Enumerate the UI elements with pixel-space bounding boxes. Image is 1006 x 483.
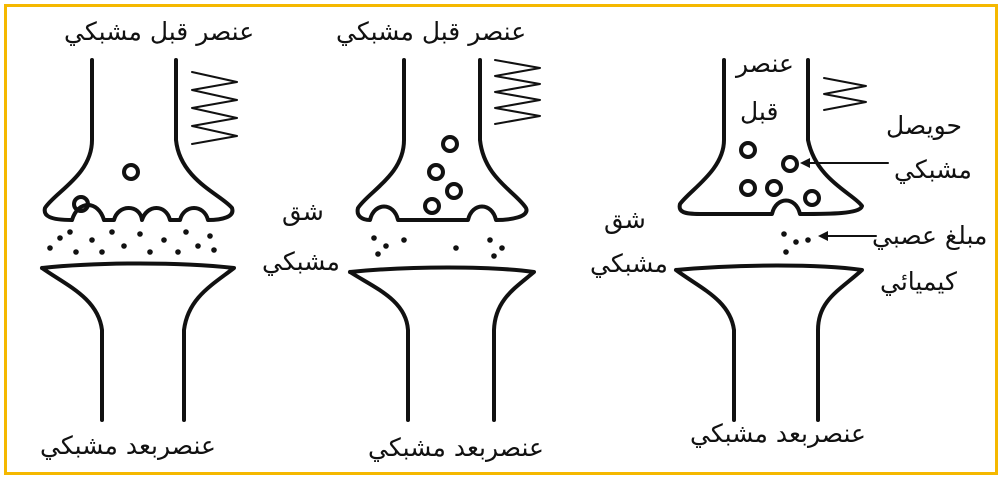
- left-postsynaptic-terminal: [42, 264, 234, 421]
- vesicle: [741, 143, 755, 157]
- neurotransmitter-dot: [207, 233, 213, 239]
- neurotransmitter-dot: [491, 253, 497, 259]
- vesicle: [425, 199, 439, 213]
- neurotransmitter-dot: [57, 235, 63, 241]
- neurotransmitter-dot: [67, 229, 73, 235]
- left-spring: [192, 72, 237, 144]
- vesicle-label-line2: مشبكي: [894, 156, 972, 184]
- neurotransmitter-dot: [383, 243, 389, 249]
- middle-spring: [495, 60, 540, 124]
- right-postsynaptic-label: عنصربعد مشبكي: [690, 420, 866, 448]
- middle-synapse: [350, 60, 540, 420]
- right-spring: [824, 78, 866, 110]
- right-presynaptic-label-line2: قبل: [740, 98, 778, 126]
- vesicle: [443, 137, 457, 151]
- vesicle: [124, 165, 138, 179]
- neurotransmitter-dot: [175, 249, 181, 255]
- neurotransmitter-dot: [47, 245, 53, 251]
- neurotransmitter-label-line2: كيميائي: [880, 268, 957, 296]
- middle-postsynaptic-label: عنصربعد مشبكي: [368, 434, 544, 462]
- neurotransmitter-dot: [371, 235, 377, 241]
- right-presynaptic-terminal: [680, 60, 862, 214]
- neurotransmitter-dot: [99, 249, 105, 255]
- neurotransmitter-dot: [487, 237, 493, 243]
- neurotransmitter-dot: [137, 231, 143, 237]
- cleft-label-b-line1: شق: [604, 206, 646, 234]
- vesicle: [429, 165, 443, 179]
- neurotransmitter-dot: [401, 237, 407, 243]
- neurotransmitter-dot: [195, 243, 201, 249]
- vesicle-pointer-arrowhead: [800, 158, 810, 168]
- neurotransmitter-dot: [121, 243, 127, 249]
- left-presynaptic-label: عنصر قبل مشبكي: [64, 18, 254, 46]
- left-synapse: [42, 60, 237, 420]
- cleft-label-a-line1: شق: [282, 198, 324, 226]
- neurotransmitter-dot: [375, 251, 381, 257]
- middle-postsynaptic-terminal: [350, 268, 534, 421]
- neurotransmitter-pointer-arrowhead: [818, 231, 828, 241]
- neurotransmitter-dot: [73, 249, 79, 255]
- vesicle: [767, 181, 781, 195]
- neurotransmitter-dot: [453, 245, 459, 251]
- neurotransmitter-dot: [499, 245, 505, 251]
- cleft-label-a-line2: مشبكي: [262, 248, 340, 276]
- neurotransmitter-dot: [109, 229, 115, 235]
- neurotransmitter-dot: [147, 249, 153, 255]
- right-postsynaptic-terminal: [676, 266, 862, 421]
- neurotransmitter-dot: [161, 237, 167, 243]
- neurotransmitter-molecules: [47, 229, 811, 259]
- neurotransmitter-label-line1: مبلغ عصبي: [872, 222, 987, 250]
- neurotransmitter-dot: [89, 237, 95, 243]
- left-postsynaptic-label: عنصربعد مشبكي: [40, 432, 216, 460]
- cleft-label-b-line2: مشبكي: [590, 250, 668, 278]
- neurotransmitter-dot: [805, 237, 811, 243]
- vesicle: [447, 184, 461, 198]
- vesicle-label-line1: حويصل: [886, 112, 962, 140]
- neurotransmitter-dot: [793, 239, 799, 245]
- vesicle: [783, 157, 797, 171]
- neurotransmitter-dot: [783, 249, 789, 255]
- vesicle: [805, 191, 819, 205]
- neurotransmitter-dot: [211, 247, 217, 253]
- neurotransmitter-dot: [183, 229, 189, 235]
- vesicle: [741, 181, 755, 195]
- neurotransmitter-dot: [781, 231, 787, 237]
- middle-presynaptic-label: عنصر قبل مشبكي: [336, 18, 526, 46]
- left-presynaptic-terminal: [45, 60, 233, 220]
- right-presynaptic-label-line1: عنصر: [736, 50, 794, 78]
